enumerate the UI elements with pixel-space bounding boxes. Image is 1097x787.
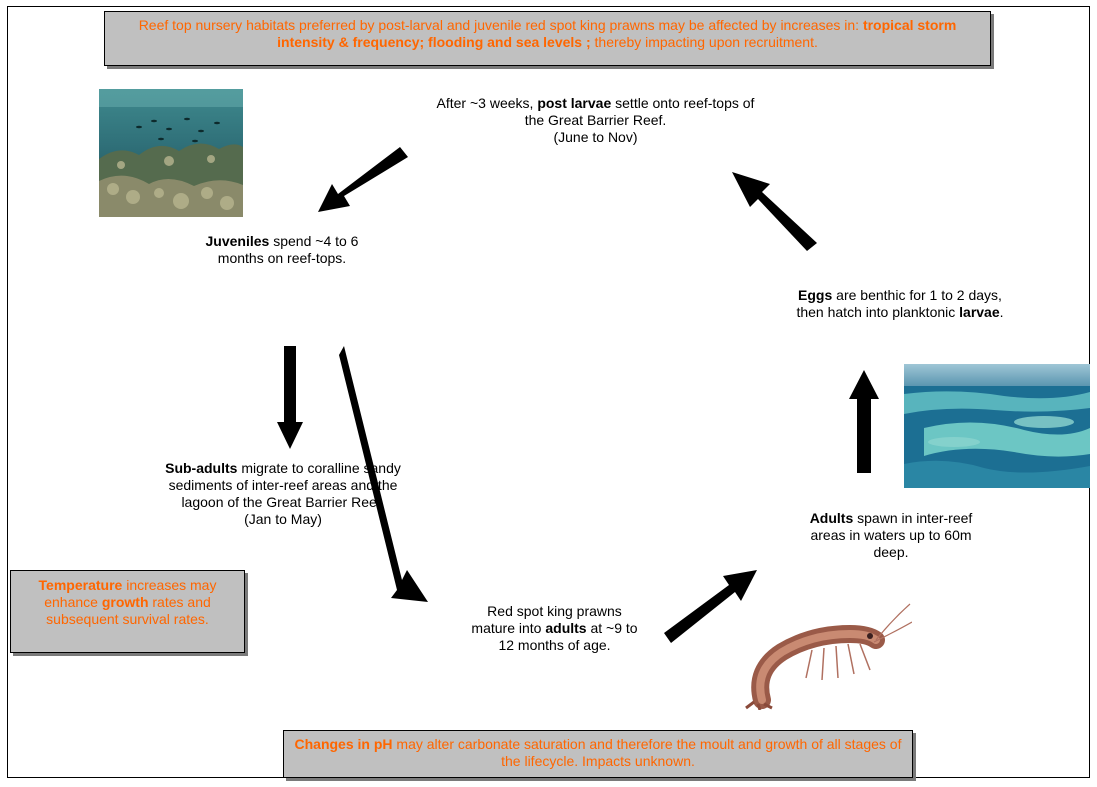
sub-adults-dates: (Jan to May) <box>244 511 322 527</box>
post-larvae-text: After ~3 weeks, <box>436 95 538 111</box>
mature-text-2: at ~9 to 12 months of age. <box>498 620 638 653</box>
stage-mature: Red spot king prawns mature into adults … <box>468 603 641 654</box>
eggs-bold-larvae: larvae <box>959 304 1000 320</box>
stage-sub-adults: Sub-adults migrate to coralline sandy se… <box>148 460 418 528</box>
note-bottom-text: may alter carbonate saturation and there… <box>392 736 902 769</box>
note-temperature: Temperature increases may enhance growth… <box>10 570 245 653</box>
mature-bold: adults <box>545 620 587 636</box>
arrow-to-sub-adults <box>277 346 303 449</box>
note-left-bold-growth: growth <box>101 594 149 610</box>
stage-juveniles: Juveniles spend ~4 to 6 months on reef-t… <box>186 233 378 267</box>
post-larvae-dates: (June to Nov) <box>553 129 638 145</box>
note-top-text: Reef top nursery habitats preferred by p… <box>138 17 863 33</box>
mature-text: Red spot king prawns mature into <box>471 603 622 636</box>
arrow-to-eggs <box>849 370 879 473</box>
stage-eggs: Eggs are benthic for 1 to 2 days, then h… <box>791 287 1009 321</box>
note-top-bold: tropical storm intensity & frequency; fl… <box>277 17 957 50</box>
post-larvae-bold: post larvae <box>537 95 612 111</box>
arrow-to-juveniles <box>318 147 408 212</box>
arrow-to-adults <box>664 570 757 643</box>
reef-underwater-photo <box>99 89 243 217</box>
prawn-illustration <box>742 600 912 710</box>
sub-adults-bold: Sub-adults <box>165 460 238 476</box>
note-top-text-end: thereby impacting upon recruitment. <box>590 34 818 50</box>
note-bottom-bold: Changes in pH <box>294 736 393 752</box>
note-left-text: increases may enhance <box>44 577 217 610</box>
stage-adults: Adults spawn in inter-reef areas in wate… <box>800 510 982 561</box>
adults-text: spawn in inter-reef areas in waters up t… <box>810 510 973 560</box>
sub-adults-text: migrate to coralline sandy sediments of … <box>168 460 401 510</box>
eggs-text: are benthic for 1 to 2 days, then hatch … <box>796 287 1002 320</box>
juveniles-bold: Juveniles <box>205 233 270 249</box>
juveniles-text: spend ~4 to 6 months on reef-tops. <box>217 233 359 266</box>
adults-bold: Adults <box>809 510 854 526</box>
eggs-bold: Eggs <box>798 287 833 303</box>
note-left-bold-temperature: Temperature <box>38 577 123 593</box>
arrow-to-mature <box>339 346 428 602</box>
eggs-text-end: . <box>999 304 1004 320</box>
stage-post-larvae: After ~3 weeks, post larvae settle onto … <box>428 95 763 146</box>
arrow-to-post-larvae <box>732 172 817 251</box>
post-larvae-text-2: settle onto reef-tops of the Great Barri… <box>524 95 755 128</box>
note-left-text-end: rates and subsequent survival rates. <box>46 594 211 627</box>
aerial-reef-photo <box>904 364 1090 488</box>
note-storms-flooding: Reef top nursery habitats preferred by p… <box>104 11 991 66</box>
note-ph-changes: Changes in pH may alter carbonate satura… <box>283 730 913 778</box>
